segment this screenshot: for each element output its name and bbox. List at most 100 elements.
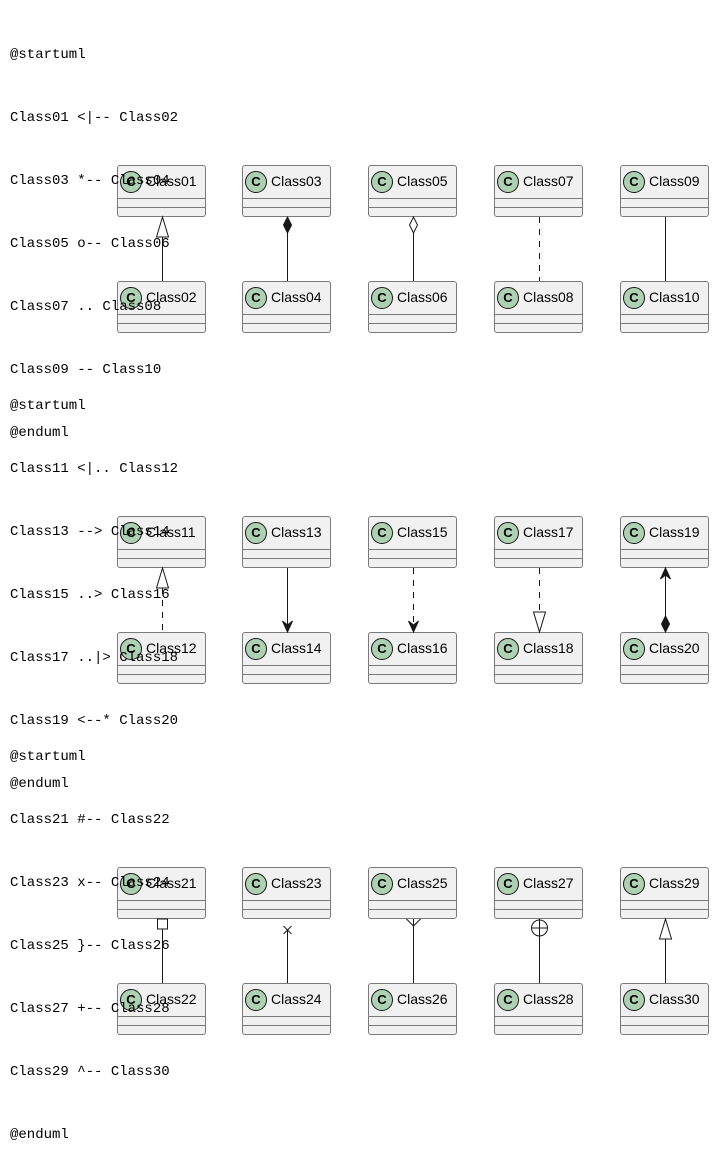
relation-connector: [665, 217, 666, 281]
code-line: Class13 --> Class14: [10, 524, 170, 540]
composition-diamond-icon: [660, 614, 671, 634]
class-name: Class24: [271, 991, 322, 1007]
code-line: @startuml: [10, 749, 86, 765]
class-name: Class25: [397, 875, 448, 891]
extension-triangle-icon: [155, 215, 170, 238]
class-c-icon: C: [371, 287, 393, 309]
class-divider: [621, 909, 708, 910]
code-line: @enduml: [10, 425, 69, 441]
code-line: @startuml: [10, 398, 86, 414]
class-divider: [243, 207, 330, 208]
class-divider: [243, 558, 330, 559]
class-name: Class11: [146, 524, 196, 540]
code-line: Class05 o-- Class06: [10, 236, 170, 252]
extension-triangle-icon: [155, 566, 170, 589]
class-c-icon: C: [120, 522, 142, 544]
class-name: Class08: [523, 289, 574, 305]
class-name: Class02: [146, 289, 197, 305]
class-name: Class26: [397, 991, 448, 1007]
class-name: Class06: [397, 289, 448, 305]
class-name: Class21: [146, 875, 197, 891]
class-c-icon: C: [245, 989, 267, 1011]
class-divider: [118, 207, 205, 208]
class-name: Class30: [649, 991, 700, 1007]
code-line: Class07 .. Class08: [10, 299, 162, 315]
relation-connector: [283, 925, 292, 983]
class-divider: [495, 1025, 582, 1026]
class-divider: [118, 909, 205, 910]
class-name: Class07: [523, 173, 574, 189]
class-name: Class23: [271, 875, 322, 891]
crowfoot-icon: [413, 918, 421, 927]
code-line: Class03 *-- Class04: [10, 173, 170, 189]
code-block-2: @startuml Class11 <|.. Class12 Class13 -…: [10, 354, 310, 816]
class-divider: [621, 558, 708, 559]
arrowhead-icon: [660, 566, 671, 580]
class-divider: [621, 323, 708, 324]
class-divider: [621, 1025, 708, 1026]
class-c-icon: C: [497, 171, 519, 193]
code-line: @startuml: [10, 47, 86, 63]
class-c-icon: C: [245, 522, 267, 544]
class-name: Class10: [649, 289, 700, 305]
class-divider: [243, 674, 330, 675]
code-line: Class17 ..|> Class18: [10, 650, 179, 666]
relation-connector: [155, 215, 170, 281]
extension-triangle-icon: [658, 917, 673, 940]
class-divider: [495, 323, 582, 324]
relation-connector: [282, 568, 293, 634]
class-name: Class18: [523, 640, 574, 656]
class-name: Class09: [649, 173, 700, 189]
code-block-1: @startuml Class01 <|-- Class02 Class03 *…: [10, 3, 310, 465]
class-divider: [495, 909, 582, 910]
arrowhead-icon: [282, 620, 293, 634]
code-line: Class15 ..> Class16: [10, 587, 170, 603]
class-divider: [621, 674, 708, 675]
class-c-icon: C: [497, 989, 519, 1011]
cross-icon: [283, 925, 292, 935]
class-c-icon: C: [245, 171, 267, 193]
code-line: Class25 }-- Class26: [10, 938, 170, 954]
relation-connector: [660, 566, 671, 634]
class-name: Class20: [649, 640, 700, 656]
